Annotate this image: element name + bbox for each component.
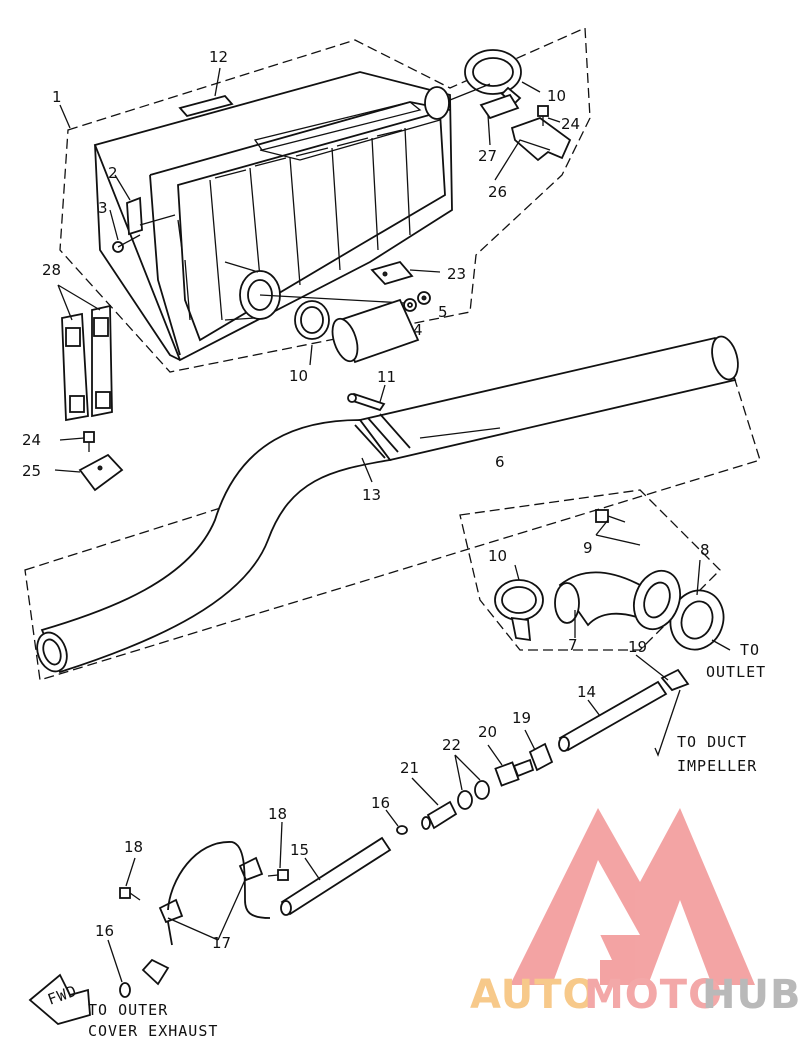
part-15-hose bbox=[280, 836, 392, 916]
label-6: 6 bbox=[495, 453, 505, 471]
part-6-muffler-pipe bbox=[358, 335, 739, 462]
part-20-fitting bbox=[494, 758, 535, 787]
label-24-top: 24 bbox=[561, 115, 580, 133]
part-27-pad bbox=[479, 93, 520, 120]
label-2: 2 bbox=[108, 164, 118, 182]
label-16-upper: 16 bbox=[371, 794, 390, 812]
label-22: 22 bbox=[442, 736, 461, 754]
label-1: 1 bbox=[52, 88, 62, 106]
label-15: 15 bbox=[290, 841, 309, 859]
part-28-strap-left bbox=[61, 312, 89, 422]
watermark-logo bbox=[510, 808, 755, 985]
part-4-washer bbox=[403, 298, 417, 312]
part-16-short-hose bbox=[119, 958, 170, 998]
note-to-outer-2: COVER EXHAUST bbox=[88, 1022, 218, 1040]
label-4: 4 bbox=[413, 321, 423, 339]
part-24-bolt-top bbox=[537, 105, 549, 126]
label-23: 23 bbox=[447, 265, 466, 283]
brand-auto: AUTO bbox=[470, 972, 598, 1018]
part-26-bracket bbox=[510, 116, 572, 162]
label-14: 14 bbox=[577, 683, 596, 701]
label-16-lower: 16 bbox=[95, 922, 114, 940]
part-8-gasket bbox=[669, 589, 725, 651]
label-7: 7 bbox=[568, 636, 578, 654]
note-to-duct-2: IMPELLER bbox=[677, 757, 757, 775]
part-19-clip-lower bbox=[528, 742, 554, 772]
brand-hub: HUB bbox=[702, 972, 800, 1018]
note-to-outer-1: TO OUTER bbox=[88, 1001, 168, 1019]
direction-notes: TO OUTLET TO DUCT IMPELLER TO OUTER COVE… bbox=[88, 641, 766, 1040]
part-9-bolt bbox=[595, 509, 626, 523]
label-17: 17 bbox=[212, 934, 231, 952]
part-7-elbow bbox=[554, 571, 647, 627]
label-21: 21 bbox=[400, 759, 419, 777]
leader-lines bbox=[54, 67, 731, 983]
airbox-housing bbox=[93, 71, 453, 362]
part-18-screw-right bbox=[267, 869, 289, 881]
part-23-plate bbox=[370, 260, 414, 286]
elbow-frame bbox=[459, 489, 721, 651]
part-24-bolt-left bbox=[83, 431, 95, 452]
part-18-screw-left bbox=[119, 887, 141, 901]
part-10-clamp-top bbox=[464, 49, 522, 106]
part-labels: 1 2 3 4 5 6 7 8 9 10 10 10 11 12 13 14 1… bbox=[22, 48, 710, 952]
part-22-washers bbox=[457, 780, 490, 810]
label-10-airbox: 10 bbox=[289, 367, 308, 385]
label-10-elbow: 10 bbox=[488, 547, 507, 565]
label-8: 8 bbox=[700, 541, 710, 559]
part-14-hose bbox=[558, 680, 668, 752]
label-13: 13 bbox=[362, 486, 381, 504]
part-16-ring-upper bbox=[396, 825, 408, 835]
fwd-arrow: FWD bbox=[28, 973, 91, 1025]
note-to-duct-1: TO DUCT bbox=[677, 733, 747, 751]
label-11: 11 bbox=[377, 368, 396, 386]
part-12-pad bbox=[178, 94, 234, 118]
label-25: 25 bbox=[22, 462, 41, 480]
note-to-outlet-2: OUTLET bbox=[706, 663, 766, 681]
part-25-bracket bbox=[78, 453, 124, 492]
brand-moto: MOTO bbox=[584, 972, 723, 1018]
short-pipe bbox=[331, 298, 420, 364]
label-19-lower: 19 bbox=[512, 709, 531, 727]
label-10-top: 10 bbox=[547, 87, 566, 105]
part-21-check-valve bbox=[421, 800, 458, 830]
part-2-bracket bbox=[112, 196, 176, 253]
part-5-nut bbox=[417, 291, 431, 305]
label-27: 27 bbox=[478, 147, 497, 165]
part-19-clip-upper bbox=[660, 668, 690, 692]
label-24-left: 24 bbox=[22, 431, 41, 449]
label-9: 9 bbox=[583, 539, 593, 557]
label-18-right: 18 bbox=[268, 805, 287, 823]
part-11-band-clamp bbox=[347, 392, 386, 412]
part-10-clamp-elbow bbox=[494, 579, 544, 642]
elbow-flange bbox=[633, 569, 681, 631]
label-19-upper: 19 bbox=[628, 638, 647, 656]
part-17-clamp-lower bbox=[158, 898, 184, 924]
label-20: 20 bbox=[478, 723, 497, 741]
airbox-assembly-frame bbox=[59, 27, 591, 373]
watermark-text: AUTO MOTO HUB bbox=[470, 972, 800, 1018]
note-to-outlet-1: TO bbox=[740, 641, 760, 659]
part-13-hose bbox=[36, 413, 411, 674]
label-28: 28 bbox=[42, 261, 61, 279]
label-3: 3 bbox=[98, 199, 108, 217]
part-17-link bbox=[167, 841, 271, 946]
label-12: 12 bbox=[209, 48, 228, 66]
label-5: 5 bbox=[438, 303, 448, 321]
label-26: 26 bbox=[488, 183, 507, 201]
label-18-left: 18 bbox=[124, 838, 143, 856]
part-10-clamp-airbox bbox=[294, 300, 330, 340]
part-28-strap-right bbox=[91, 304, 113, 418]
